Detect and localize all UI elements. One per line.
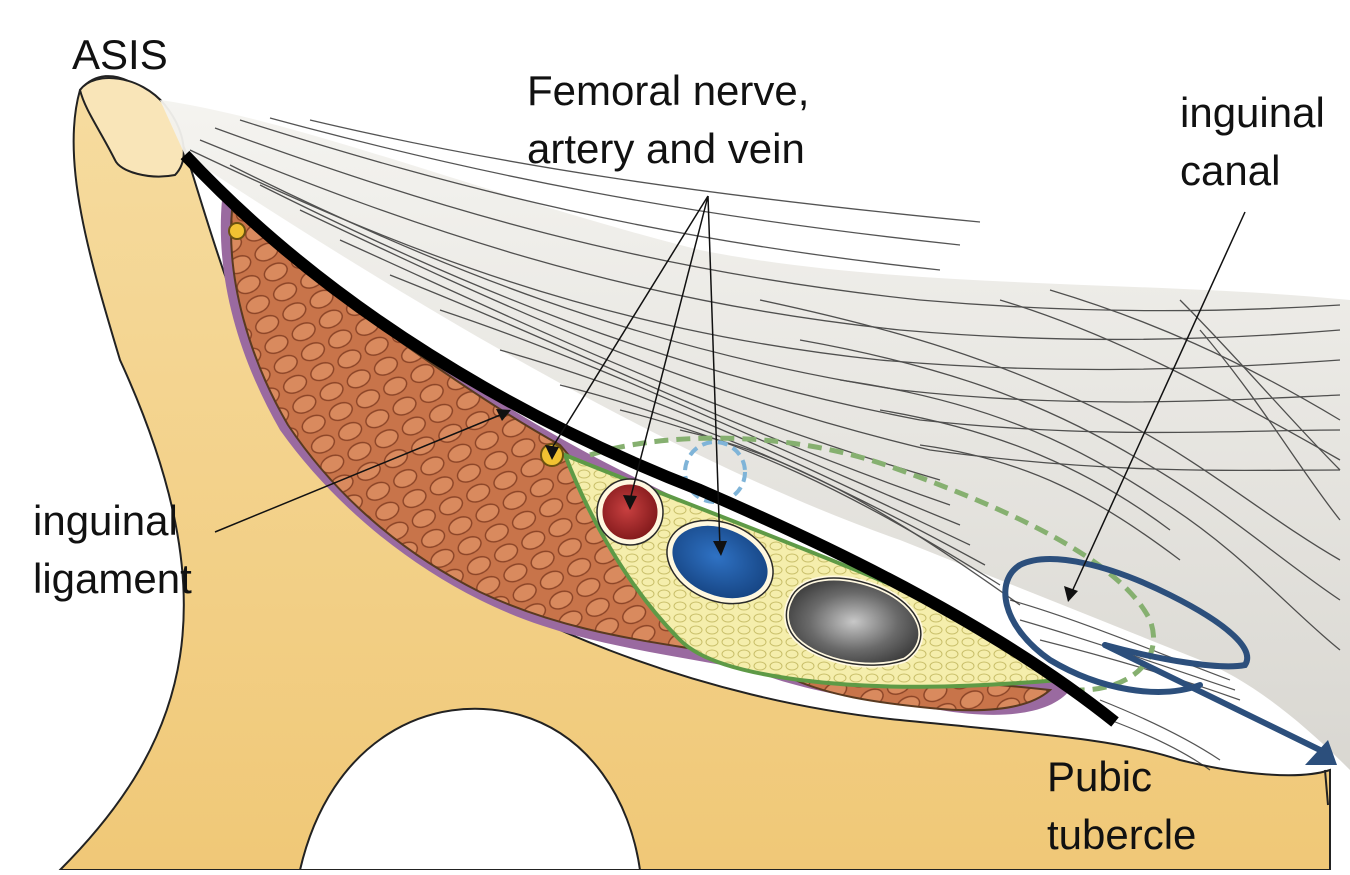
iliopsoas-muscle [230, 207, 703, 652]
deep-ring-dashed [683, 440, 747, 504]
inguinal-ligament [180, 150, 1119, 727]
label-canal-line-1: inguinal [1180, 89, 1325, 136]
femoral-vein [667, 520, 773, 604]
leader-canal [1069, 211, 1246, 597]
leader-lines [214, 195, 1246, 597]
leader-ligament [214, 412, 506, 533]
label-pubic-line-2: tubercle [1047, 811, 1197, 858]
leader-femoral-to-vein [707, 195, 721, 549]
canal-arrow-shaft [1102, 642, 1323, 753]
label-ligament-line-2: ligament [33, 555, 192, 602]
label-pubic-tubercle: Pubic tubercle [1047, 748, 1196, 864]
leader-femoral-to-nerve [551, 195, 709, 449]
label-pubic-line-1: Pubic [1047, 753, 1153, 800]
label-femoral-line-2: artery and vein [527, 125, 805, 172]
label-asis: ASIS [72, 31, 168, 78]
label-femoral: Femoral nerve, artery and vein [527, 62, 809, 178]
femoral-artery [597, 479, 663, 545]
nerve-dot-lateral [228, 222, 246, 240]
label-femoral-line-1: Femoral nerve, [527, 67, 810, 114]
label-ligament-line-1: inguinal [33, 497, 178, 544]
aponeurosis [160, 100, 1350, 771]
label-inguinal-ligament: inguinal ligament [33, 492, 192, 608]
inguinal-canal-loop [1002, 556, 1250, 695]
label-inguinal-canal: inguinal canal [1180, 84, 1325, 200]
label-canal-line-2: canal [1180, 147, 1281, 194]
canal-arrowhead [1305, 740, 1337, 765]
femoral-sheath [561, 451, 1066, 689]
asis-bone [78, 77, 185, 178]
obturator-foramen-edge [298, 707, 642, 871]
leader-arrowheads [496, 409, 1078, 602]
leader-femoral-to-artery [629, 195, 709, 501]
